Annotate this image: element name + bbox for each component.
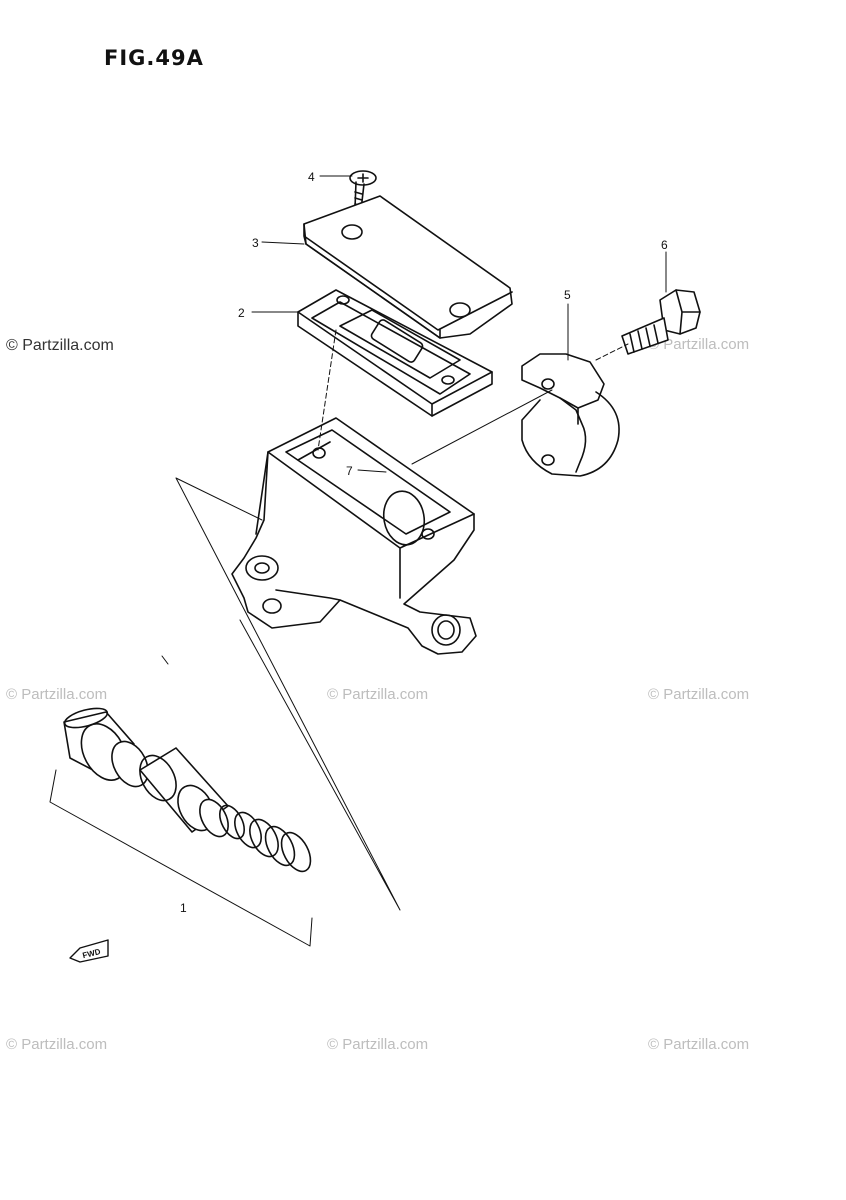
- callout-6: 6: [661, 238, 668, 252]
- part-master-cylinder-body: [231, 417, 477, 655]
- part-diaphragm: [297, 289, 493, 417]
- part-clamp: [521, 353, 620, 477]
- leader-lines: [251, 175, 667, 473]
- figure-title: FIG.49A: [104, 46, 204, 70]
- part-piston-kit: [63, 707, 312, 873]
- watermark: © Partzilla.com: [648, 1036, 750, 1053]
- callout-3: 3: [252, 236, 259, 250]
- watermark: © Partzilla.com: [6, 1036, 108, 1053]
- callout-7: 7: [346, 464, 353, 478]
- part-reservoir-cap: [303, 195, 513, 339]
- callout-4: 4: [308, 170, 315, 184]
- assembly-lines: [49, 329, 629, 947]
- callout-2: 2: [238, 306, 245, 320]
- forward-arrow-icon: FWD: [69, 939, 109, 963]
- callout-1: 1: [180, 901, 187, 915]
- watermark: © Partzilla.com: [327, 686, 429, 703]
- watermark: © Partzilla.com: [648, 336, 750, 353]
- watermark: © Partzilla.com: [6, 686, 108, 703]
- forward-arrow-label: FWD: [82, 947, 102, 960]
- callout-5: 5: [564, 288, 571, 302]
- watermark-main: © Partzilla.com: [6, 337, 114, 354]
- watermark: © Partzilla.com: [327, 1036, 429, 1053]
- watermark: © Partzilla.com: [648, 686, 750, 703]
- part-bolt: [621, 289, 701, 355]
